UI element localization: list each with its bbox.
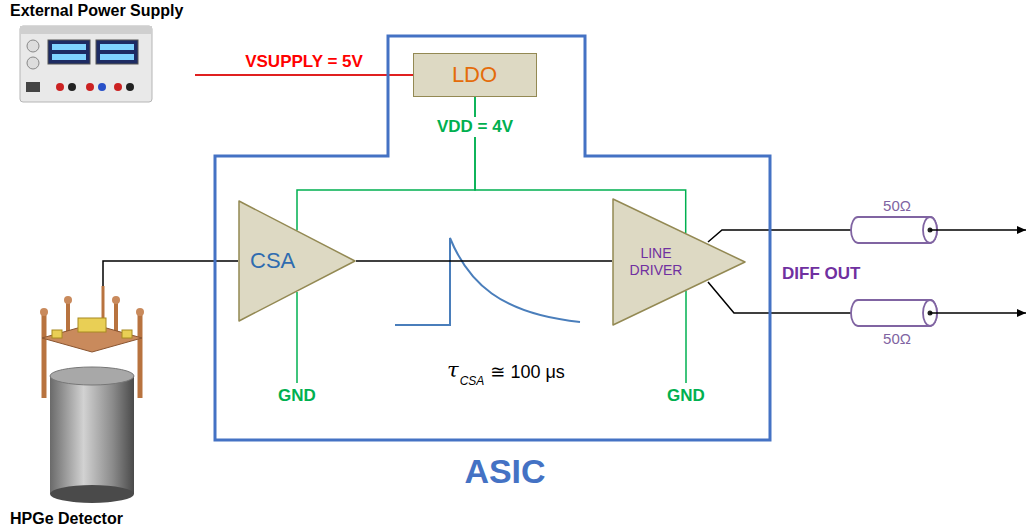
supply-label: VDD = 4V [434, 117, 516, 137]
connector [195, 74, 413, 76]
copper-knob [136, 308, 144, 316]
ground-label: GND [278, 386, 316, 406]
connector [103, 261, 238, 286]
supply-terminal [86, 83, 94, 91]
detector-cylinder [50, 376, 134, 494]
detector-picture [40, 286, 144, 503]
block-title: ASIC [464, 452, 545, 491]
time-constant-subscript: CSA [460, 375, 485, 389]
output-wire [708, 230, 851, 242]
device-label: HPGe Detector [10, 510, 123, 528]
copper-knob [112, 296, 120, 304]
supply-top [20, 26, 152, 34]
copper-knob [64, 296, 72, 304]
asic-block: ASIC LDO CSA LINE DRIVER [213, 34, 772, 498]
output-arrow [930, 312, 1026, 314]
device-label: External Power Supply [10, 2, 183, 20]
crystal-holder [52, 330, 62, 338]
impedance-label: 50Ω [883, 330, 911, 347]
time-constant-symbol: τ [447, 358, 459, 382]
power-supply-picture [20, 26, 152, 102]
supply-knob [27, 57, 39, 69]
supply-terminal [68, 83, 76, 91]
block-label: LINE DRIVER [624, 245, 688, 279]
block-label: LDO [452, 62, 497, 87]
detector-base [50, 485, 134, 503]
time-constant-value: ≅ 100 μs [490, 362, 565, 383]
triangle-shape [239, 201, 355, 321]
output-arrow [930, 229, 1026, 231]
cable-body [851, 300, 937, 326]
supply-display [96, 40, 138, 64]
copper-rod [42, 312, 47, 398]
impedance-label: 50Ω [883, 197, 911, 214]
detector-top [50, 367, 134, 385]
wire-label: VSUPPLY = 5V [245, 52, 363, 72]
display-glow [100, 54, 134, 60]
ground-wire [296, 292, 298, 383]
supply-knob [27, 40, 39, 52]
triangle-shape [613, 199, 745, 325]
coax-cable [851, 300, 1026, 326]
block-label: CSA [250, 248, 295, 273]
ground-label: GND [667, 386, 705, 406]
copper-rod [138, 312, 143, 398]
supply-case [20, 26, 152, 102]
line-driver-triangle: LINE DRIVER [612, 198, 746, 326]
supply-display [48, 40, 90, 64]
crystal-holder [122, 330, 132, 338]
pulse-shape [395, 238, 580, 325]
detector-pin [102, 286, 105, 322]
cable-body [851, 217, 937, 243]
ldo-box: LDO [413, 53, 537, 97]
power-supply: External Power Supply [10, 2, 195, 106]
amplifier-triangle: CSA [238, 200, 356, 322]
supply-switch [26, 82, 40, 92]
supply-terminal [98, 83, 106, 91]
display-glow [52, 54, 86, 60]
display-glow [52, 44, 86, 50]
crystal-holder [78, 318, 106, 332]
connector [356, 260, 612, 262]
supply-terminal [126, 83, 134, 91]
display-glow [100, 44, 134, 50]
asic-border [215, 36, 770, 440]
detector: HPGe Detector [10, 286, 160, 530]
coax-cable [851, 217, 1026, 243]
output-label: DIFF OUT [782, 264, 860, 284]
supply-terminal [114, 83, 122, 91]
output-wire [708, 282, 851, 313]
copper-knob [40, 308, 48, 316]
supply-terminal [56, 83, 64, 91]
ground-wire [685, 291, 687, 383]
